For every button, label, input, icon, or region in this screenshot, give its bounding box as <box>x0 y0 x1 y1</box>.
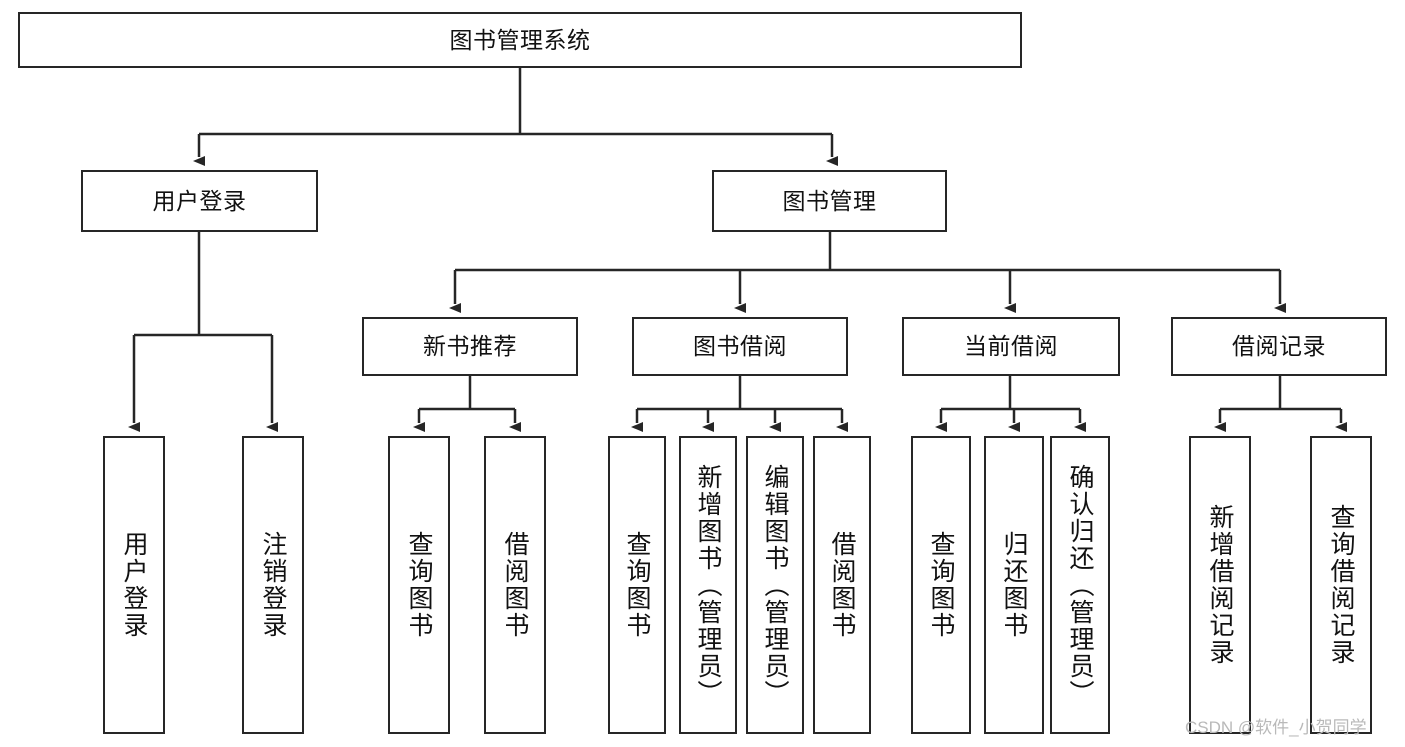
node-leaf-query-book-1[interactable]: 查询图书 <box>388 436 450 734</box>
node-book-management[interactable]: 图书管理 <box>712 170 947 232</box>
node-leaf-return-book[interactable]: 归还图书 <box>984 436 1044 734</box>
node-leaf-borrow-book-1[interactable]: 借阅图书 <box>484 436 546 734</box>
node-leaf-user-logout[interactable]: 注销登录 <box>242 436 304 734</box>
node-leaf-user-logout-label: 注销登录 <box>259 531 287 639</box>
node-root-label: 图书管理系统 <box>449 26 591 53</box>
node-leaf-query-record[interactable]: 查询借阅记录 <box>1310 436 1372 734</box>
node-user-login-label: 用户登录 <box>152 187 247 214</box>
node-new-book-recommend[interactable]: 新书推荐 <box>362 317 578 376</box>
node-leaf-add-book[interactable]: 新增图书（管理员） <box>679 436 737 734</box>
node-leaf-return-book-label: 归还图书 <box>1000 531 1028 639</box>
node-leaf-edit-book-label: 编辑图书（管理员） <box>761 463 789 707</box>
node-leaf-borrow-book-2[interactable]: 借阅图书 <box>813 436 871 734</box>
node-leaf-query-book-2-label: 查询图书 <box>623 531 651 639</box>
node-leaf-query-record-label: 查询借阅记录 <box>1327 504 1355 666</box>
node-leaf-user-login-label: 用户登录 <box>120 531 148 639</box>
node-leaf-confirm-return[interactable]: 确认归还（管理员） <box>1050 436 1110 734</box>
node-leaf-user-login[interactable]: 用户登录 <box>103 436 165 734</box>
node-borrow-record-label: 借阅记录 <box>1232 333 1326 359</box>
node-current-borrow-label: 当前借阅 <box>964 333 1058 359</box>
node-leaf-query-book-3[interactable]: 查询图书 <box>911 436 971 734</box>
node-leaf-add-record-label: 新增借阅记录 <box>1206 504 1234 666</box>
node-leaf-query-book-2[interactable]: 查询图书 <box>608 436 666 734</box>
node-leaf-add-record[interactable]: 新增借阅记录 <box>1189 436 1251 734</box>
node-user-login[interactable]: 用户登录 <box>81 170 318 232</box>
watermark-csdn: CSDN @软件_小贺同学 <box>1185 718 1367 737</box>
node-borrow-record[interactable]: 借阅记录 <box>1171 317 1387 376</box>
node-book-borrow[interactable]: 图书借阅 <box>632 317 848 376</box>
node-leaf-add-book-label: 新增图书（管理员） <box>694 463 722 707</box>
node-leaf-query-book-3-label: 查询图书 <box>927 531 955 639</box>
node-leaf-borrow-book-1-label: 借阅图书 <box>501 531 529 639</box>
node-new-book-recommend-label: 新书推荐 <box>423 333 517 359</box>
node-current-borrow[interactable]: 当前借阅 <box>902 317 1120 376</box>
node-leaf-confirm-return-label: 确认归还（管理员） <box>1066 463 1094 707</box>
node-leaf-edit-book[interactable]: 编辑图书（管理员） <box>746 436 804 734</box>
node-leaf-query-book-1-label: 查询图书 <box>405 531 433 639</box>
node-leaf-borrow-book-2-label: 借阅图书 <box>828 531 856 639</box>
node-book-management-label: 图书管理 <box>782 187 877 214</box>
node-book-borrow-label: 图书借阅 <box>693 333 787 359</box>
node-root[interactable]: 图书管理系统 <box>18 12 1022 68</box>
